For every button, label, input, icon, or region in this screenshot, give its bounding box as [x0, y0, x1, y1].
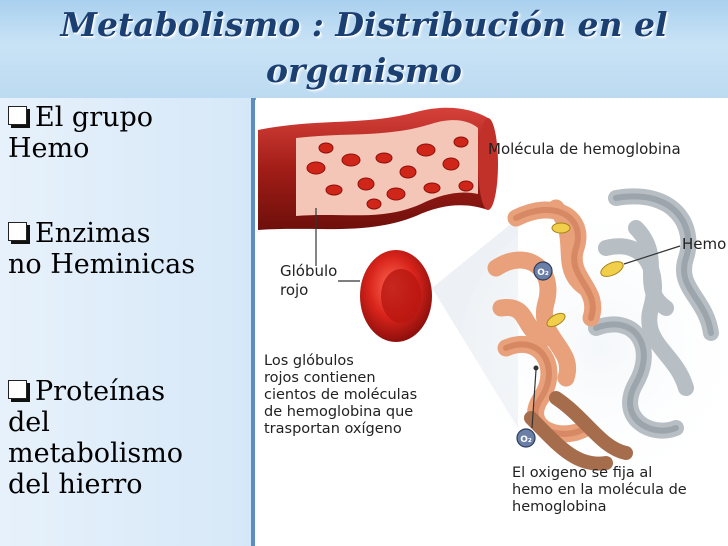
slide-title-line1: Metabolismo : Distribución en el — [60, 5, 668, 44]
red-cell-label: Glóbulo rojo — [280, 262, 337, 300]
caption-line: rojos contienen — [264, 370, 376, 386]
bullet-panel: El grupo Hemo Enzimas no Heminicas Prote… — [0, 98, 255, 546]
bullet-line: Proteínas — [35, 376, 166, 407]
bullet-line: Hemo — [8, 133, 90, 164]
caption-line: hemoglobina — [512, 499, 607, 515]
pointer-dot — [533, 365, 539, 371]
oxygen-molecule: O₂ — [516, 428, 536, 448]
oxygen-symbol: O₂ — [537, 268, 549, 278]
title-band: Metabolismo : Distribución en el organis… — [0, 0, 728, 100]
bullet-item: Proteínas del metabolismo del hierro — [8, 376, 248, 500]
bullet-item: El grupo Hemo — [8, 102, 248, 164]
bullet-line: metabolismo — [8, 438, 184, 469]
molecule-label: Molécula de hemoglobina — [488, 140, 681, 158]
bullet-line: del hierro — [8, 469, 143, 500]
slide-title-line2: organismo — [266, 51, 462, 90]
oxygen-symbol: O₂ — [520, 435, 532, 445]
hemo-label: Hemo — [682, 235, 727, 253]
hemoglobin-illustration: O₂ O₂ Molécula de hemoglobina Hemo Glóbu… — [256, 98, 728, 546]
bullet-line: no Heminicas — [8, 249, 196, 280]
caption-line: trasportan oxígeno — [264, 421, 402, 437]
caption-line: Los glóbulos — [264, 353, 354, 369]
pointer-line — [531, 369, 537, 429]
checkbox-bullet-icon — [8, 380, 27, 399]
caption-line: cientos de moléculas — [264, 387, 418, 403]
bullet-line: Enzimas — [35, 218, 151, 249]
bullet-line: El grupo — [35, 102, 154, 133]
caption-line: de hemoglobina que — [264, 404, 414, 420]
caption-line: hemo en la molécula de — [512, 482, 687, 498]
caption-oxygen: El oxigeno se fija al hemo en la molécul… — [512, 465, 687, 516]
caption-line: El oxigeno se fija al — [512, 465, 653, 481]
oxygen-molecule: O₂ — [533, 261, 553, 281]
heme-group — [546, 222, 681, 328]
slide-title: Metabolismo : Distribución en el organis… — [0, 2, 728, 94]
caption-red-cells: Los glóbulos rojos contienen cientos de … — [264, 353, 417, 438]
bullet-line: del — [8, 407, 50, 438]
checkbox-bullet-icon — [8, 106, 27, 125]
blood-vessel — [258, 107, 498, 230]
bullet-item: Enzimas no Heminicas — [8, 218, 248, 280]
hemoglobin-molecule — [487, 188, 719, 471]
checkbox-bullet-icon — [8, 222, 27, 241]
red-cell-label-line: Glóbulo — [280, 262, 338, 280]
red-blood-cell — [338, 250, 432, 342]
hemoglobin-diagram: O₂ O₂ — [258, 107, 728, 488]
red-cell-label-line: rojo — [280, 281, 309, 299]
